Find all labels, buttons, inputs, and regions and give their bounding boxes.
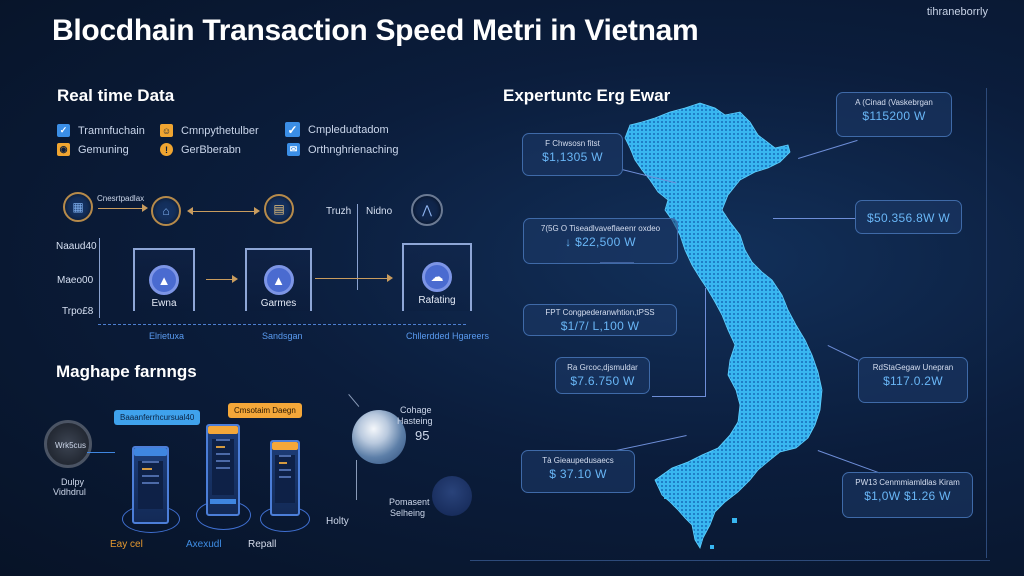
callout-5[interactable]: Tà Gieaupedusaecs $ 37.10 W [521,450,635,493]
legend-item-cmpledudtadom[interactable]: ✓ Cmpledudtadom [285,122,389,137]
vietnam-map[interactable] [600,100,860,560]
leader-line [705,288,706,396]
disk-icon: Wrk5cus [44,420,92,468]
connector-line [87,452,115,453]
realtime-section-title: Real time Data [57,86,175,105]
flow-label-truzh: Truzh [326,206,352,217]
callout-2[interactable]: 7(5G O Tiseadlvaveflaeenr oxdeo ↓ $22,50… [523,218,678,264]
leader-line [652,396,706,397]
legend-item-orthnghrienaching[interactable]: ✉ Orthnghrienaching [287,143,399,156]
arrow-right-icon [387,274,393,282]
device-axexudl[interactable] [206,424,240,516]
node-label: Rafating [418,295,456,306]
globe-label-bottom-2: Selheing [390,508,426,518]
legend-item-tramnfuchain[interactable]: ✓ Tramnfuchain [57,124,145,137]
legend-label: Gemuning [78,143,129,156]
frame-line [986,88,987,558]
legend-label: Cmpledudtadom [308,123,389,136]
legend-label: Cmnpythetulber [181,124,259,137]
y-axis-label-3: Trpo£8 [62,306,94,317]
building-icon: ▲ [263,265,294,295]
node-label: Ewna [151,298,177,309]
brand-label: tihraneborrly [926,6,988,18]
flow-caption-2: Sandsgan [262,331,303,341]
legend-label: Tramnfuchain [78,124,145,137]
tag-orange[interactable]: Cmsotaim Daegn [228,403,302,418]
flow-node-ewna[interactable]: ▲ Ewna [133,248,195,311]
y-axis-line [99,238,100,318]
bank-icon: ▲ [149,265,179,295]
node-label: Garmes [260,298,297,309]
flow-arrow [206,279,232,280]
globe-label-top-2: Hasteing [397,416,433,426]
connector-line [356,460,357,500]
globe-mark: 95 [415,428,430,443]
disk-caption-2: Vidhdrul [53,487,86,497]
check-icon: ✓ [57,124,70,137]
callout-4[interactable]: Ra Grcoc,djsmuldar $7.6.750 W [555,357,650,394]
flow-arrow [315,278,387,279]
device-label-1: Eay cel [110,539,143,550]
flow-node-rafating[interactable]: ☁ Rafating [402,243,472,311]
trend-chart-icon[interactable]: ⋀ [411,194,443,226]
legend-item-gemuning[interactable]: ◉ Gemuning [57,143,129,156]
callout-1[interactable]: F Chwsosn fitst $1,1305 W [522,133,623,176]
legend-label: Orthnghrienaching [308,143,399,156]
callout-3[interactable]: FPT Congpederanwhtion,tPSS $1/7/ L,100 W [523,304,677,336]
disk-caption-1: Dulpy [61,477,85,487]
alert-icon: ! [160,143,173,156]
factory-icon[interactable]: ⌂ [151,196,181,226]
globe-label-bottom-1: Pomasent [389,497,430,507]
tag-blue[interactable]: Baaanferrhcursual40 [114,410,201,425]
flow-node-garmes[interactable]: ▲ Garmes [245,248,312,311]
frame-line [470,560,990,561]
device-easy-cel[interactable] [132,446,169,524]
callout-8[interactable]: RdStaGegaw Unepran $117.0.2W [858,357,968,403]
page-title: Blocdhain Transaction Speed Metri in Vie… [52,14,699,47]
checkbox-checked-icon: ✓ [285,122,300,137]
device-repall[interactable] [270,440,300,516]
arrow-left-icon [187,207,193,215]
flow-divider [357,204,358,290]
flow-label-nidno: Nidno [366,206,393,217]
callout-9[interactable]: PW13 Cenmmiamldlas Kiram $1,0W $1.26 W [842,472,973,518]
y-axis-label-1: Naaud40 [56,241,97,252]
device-label-3: Repall [248,539,277,550]
flow-caption-1: Elrietuxa [149,331,185,341]
callout-6[interactable]: A (Cinad (Vaskebrgan $115200 W [836,92,952,137]
machine-section-title: Maghape farnngs [56,362,197,381]
connector-line [348,394,360,407]
flow-arrow [98,208,142,209]
callout-7[interactable]: $50.356.8W W [855,200,962,234]
legend-item-cmnpythetulber[interactable]: ☺ Cmnpythetulber [160,124,259,137]
cloud-icon: ☁ [422,262,452,292]
globe-icon [352,410,406,464]
flow-caption-3: Chllerdded Hgareers [406,331,490,341]
mail-icon: ✉ [287,143,300,156]
flow-baseline [98,324,466,325]
device-label-2: Axexudl [186,539,222,550]
globe-label-left: Holty [326,516,349,527]
globe-label-top-1: Cohage [400,405,432,415]
y-axis-label-2: Maeo00 [57,275,94,286]
document-icon[interactable]: ▤ [264,194,294,224]
arrow-right-icon [142,204,148,212]
arrow-right-icon [254,207,260,215]
secondary-globe-icon [432,476,472,516]
shield-icon: ◉ [57,143,70,156]
smile-icon: ☺ [160,124,173,137]
flow-top-caption: Cnesrtpadlax [97,194,145,203]
blockchain-chart-icon[interactable]: ▦ [63,192,93,222]
map-section-title: Expertuntc Erg Ewar [503,86,671,105]
legend-label: GerBberabn [181,143,241,156]
flow-arrow-bidirectional [192,211,254,212]
arrow-right-icon [232,275,238,283]
legend-item-gerbberabn[interactable]: ! GerBberabn [160,143,241,156]
leader-line [773,218,855,219]
